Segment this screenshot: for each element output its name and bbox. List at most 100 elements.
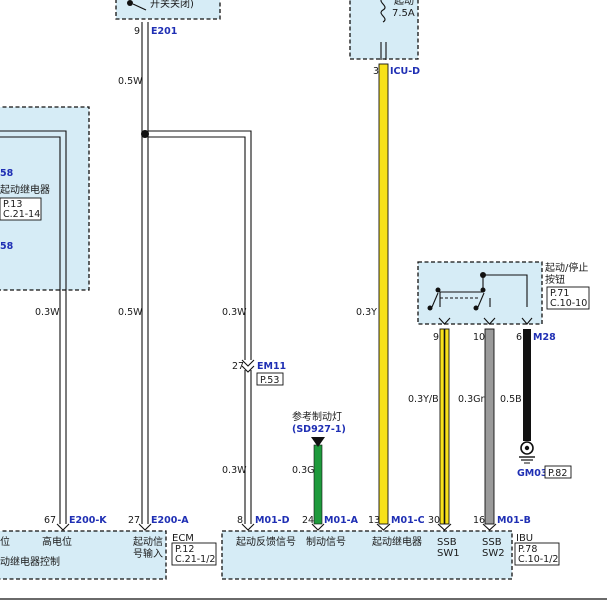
- top-left-box-label: 开关关闭): [150, 0, 194, 10]
- switch-contact-dot: [127, 0, 133, 6]
- ibu-chevron-24: [311, 523, 325, 531]
- ecm-ref-page: P.12: [175, 544, 194, 555]
- ground-ref-box: [544, 465, 572, 479]
- wire-label-em11-top: 0.3W: [222, 307, 247, 318]
- pin-e201: 9: [134, 26, 140, 37]
- ibu-chevron-8: [241, 523, 255, 531]
- wire-0-3w-branch-em11: [148, 130, 252, 524]
- ssb-contact-4: [473, 305, 479, 311]
- ibu-name: IBU: [516, 533, 533, 544]
- ecm-label-partial: 位: [0, 535, 10, 548]
- ecm-chevron-27: [138, 523, 152, 531]
- ibu-label-ssb1-a: SSB: [437, 537, 457, 548]
- wire-0-3w-left-module: [0, 130, 67, 524]
- pin-m28-6: 6: [516, 332, 522, 343]
- pin-m01-a: 24: [302, 515, 314, 526]
- ssb-ref-box: [546, 286, 590, 310]
- connector-icu-d: ICU-D: [390, 66, 420, 77]
- ibu-chevron-16: [482, 523, 497, 531]
- pin-m01-d: 8: [237, 515, 243, 526]
- ecm-chevron-67: [56, 523, 70, 531]
- ecm-box: [0, 530, 167, 580]
- wire-label-e201-bottom: 0.5W: [118, 307, 143, 318]
- ecm-label-signal-1: 起动信: [133, 536, 163, 548]
- connector-em11: EM11: [257, 361, 286, 372]
- wire-label-e201-top: 0.5W: [118, 76, 143, 87]
- wire-0-5b-ground: [523, 329, 531, 441]
- top-left-component-box: [115, 0, 221, 20]
- ssb-title-2: 按钮: [545, 273, 565, 286]
- wire-label-pin9: 0.3Y/B: [408, 394, 439, 405]
- ecm-name: ECM: [172, 533, 194, 544]
- brake-ref-label: 参考制动灯: [292, 410, 342, 423]
- wire-0-3gr-ssb: [484, 328, 495, 525]
- left-module-ref-code: C.21-14: [3, 209, 40, 220]
- wire-label-left: 0.3W: [35, 307, 60, 318]
- em11-ref-box: [256, 372, 284, 386]
- ibu-ref-code: C.10-1/2: [518, 554, 558, 565]
- ibu-label-brake: 制动信号: [306, 535, 346, 548]
- ssb-contact-1: [435, 287, 441, 293]
- ecm-label-high: 高电位: [42, 535, 72, 548]
- wire-label-em11-bottom: 0.3W: [222, 465, 247, 476]
- connector-m01-b: M01-B: [497, 515, 531, 526]
- ssb-contact-2: [480, 287, 486, 293]
- em11-chevron-top: [241, 359, 255, 367]
- left-module-label: 起动继电器: [0, 183, 50, 196]
- em11-chevron-bottom: [241, 365, 255, 373]
- ecm-ref-box: [171, 542, 217, 566]
- pin-m28-10: 10: [473, 332, 485, 343]
- ssb-chevron-9: [438, 317, 451, 325]
- fuse-label: 起动: [394, 0, 414, 7]
- ssb-title-1: 起动/停止: [545, 261, 588, 274]
- wire-label-pin6: 0.5B: [500, 394, 522, 405]
- ibu-box: [221, 530, 513, 580]
- connector-e200-k: E200-K: [69, 515, 107, 526]
- wire-junction-dot: [141, 130, 149, 138]
- connector-m01-a: M01-A: [324, 515, 359, 526]
- ibu-ref-page: P.78: [518, 544, 537, 555]
- left-module-number-bottom: 58: [0, 241, 14, 252]
- ssb-chevron-10: [483, 317, 496, 325]
- ecm-label-relay-ctrl: 动继电器控制: [0, 555, 60, 568]
- fuse-icon: [380, 0, 386, 23]
- ibu-chevron-13: [376, 523, 391, 531]
- wire-label-icu: 0.3Y: [356, 307, 377, 318]
- ibu-label-ssb2-b: SW2: [482, 548, 505, 559]
- ssb-switch-icon: [431, 274, 528, 308]
- left-module-ref-box: [0, 197, 42, 221]
- fuse-rating: 7.5A: [392, 8, 415, 19]
- ssb-chevron-6: [521, 317, 533, 325]
- ibu-label-ssb2-a: SSB: [482, 537, 502, 548]
- pin-m28-9: 9: [433, 332, 439, 343]
- connector-e201: E201: [151, 26, 177, 37]
- brake-arrow-icon: [311, 437, 325, 447]
- brake-ref-code: (SD927-1): [292, 424, 346, 435]
- em11-ref: P.53: [260, 375, 279, 386]
- pin-m01-b-16: 16: [473, 515, 485, 526]
- ssb-switch-box: [417, 261, 543, 325]
- ibu-label-relay: 起动继电器: [372, 535, 422, 548]
- ground-ref: P.82: [548, 468, 567, 479]
- pin-icu-d: 3: [373, 66, 379, 77]
- connector-e200-a: E200-A: [151, 515, 189, 526]
- pin-m01-c: 13: [368, 515, 380, 526]
- connector-m28: M28: [533, 332, 556, 343]
- ssb-node-top: [480, 272, 486, 278]
- ssb-contact-3: [427, 305, 433, 311]
- pin-e200-a: 27: [128, 515, 140, 526]
- pin-e200-k: 67: [44, 515, 56, 526]
- wire-label-brake: 0.3G: [292, 465, 314, 476]
- ibu-ref-box: [514, 542, 560, 566]
- ibu-chevron-30: [437, 523, 452, 531]
- ecm-label-signal-2: 号输入: [133, 547, 163, 560]
- ssb-ref-code: C.10-10: [550, 298, 587, 309]
- wire-0-3g-brake: [313, 444, 323, 525]
- pin-em11: 27: [232, 361, 244, 372]
- wire-label-pin10: 0.3Gr: [458, 394, 484, 405]
- connector-m01-c: M01-C: [391, 515, 425, 526]
- switch-lever: [132, 3, 147, 11]
- wire-0-3y-b-ssb: [439, 328, 450, 525]
- wire-0-3y-icu: [378, 42, 389, 525]
- ibu-label-feedback: 起动反馈信号: [236, 535, 296, 548]
